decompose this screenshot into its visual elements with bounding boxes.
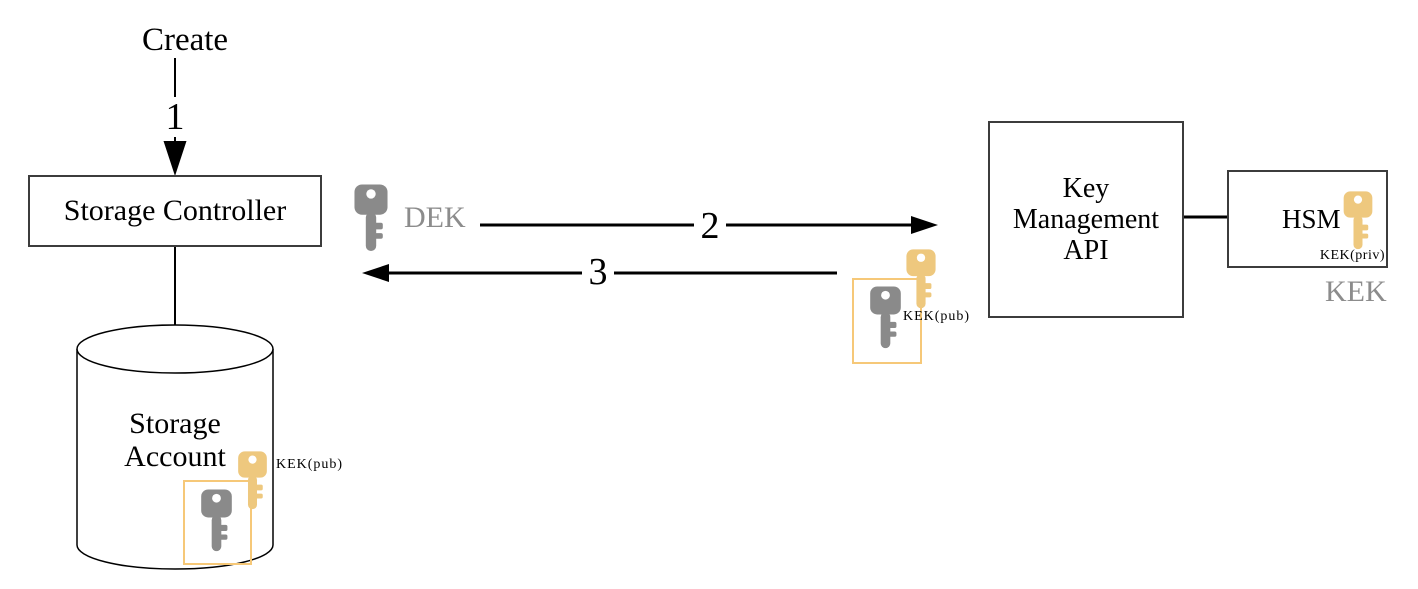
dek-label: DEK [404, 201, 466, 234]
storage-controller-box: Storage Controller [28, 175, 322, 247]
step-3-label: 3 [582, 252, 614, 292]
kek-wrap-box-storage [183, 480, 252, 565]
hsm-box: HSM KEK(priv) [1227, 170, 1388, 268]
storage-account-cylinder-top [76, 324, 274, 374]
kek-priv-label: KEK(priv) [1319, 248, 1385, 263]
kek-priv-gold-key-icon [1343, 191, 1373, 250]
dek-gray-key-icon [354, 184, 388, 252]
key-management-api-label: Key Management API [1012, 173, 1160, 266]
create-label: Create [141, 22, 229, 58]
kek-gold-key-icon-api [906, 249, 936, 309]
step-1-arrowhead-icon [163, 141, 187, 176]
kek-pub-gray-key-icon-storage [201, 489, 232, 552]
key-management-api-box: Key Management API [988, 121, 1184, 318]
kek-pub-storage-label: KEK(pub) [276, 457, 344, 472]
storage-account-label: Storage Account [124, 407, 226, 473]
step-3-arrowhead-icon [362, 264, 389, 282]
step-2-label: 2 [694, 206, 726, 246]
kek-pub-gray-key-icon-api [870, 286, 901, 349]
step-2-arrowhead-icon [911, 216, 938, 234]
kek-label: KEK [1325, 275, 1387, 308]
step-1-label: 1 [159, 97, 191, 137]
kek-pub-api-label: KEK(pub) [903, 309, 971, 324]
kek-wrap-box-api [852, 278, 922, 364]
storage-controller-label: Storage Controller [63, 194, 287, 227]
hsm-label: HSM [1282, 204, 1341, 234]
